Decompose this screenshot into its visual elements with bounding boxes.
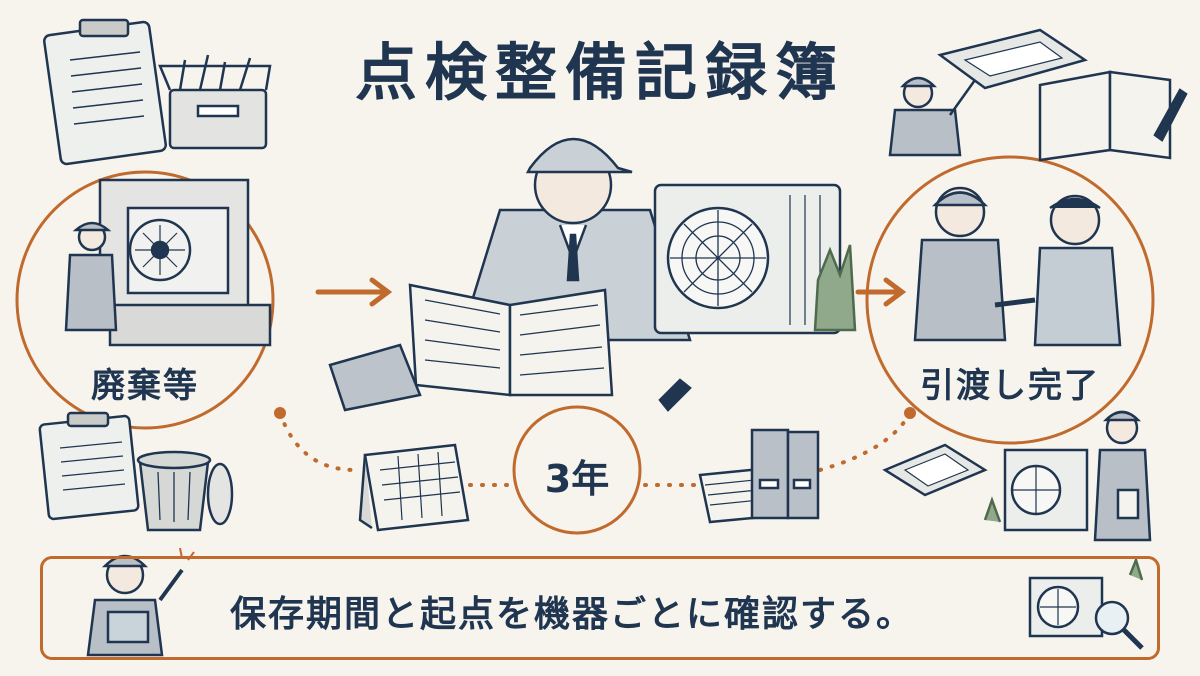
binders-icon — [750, 428, 820, 520]
timeline-end-dot — [904, 407, 916, 419]
center-circle — [512, 405, 642, 535]
clipboard-icon-2 — [38, 411, 140, 521]
handover-complete-label: 引渡し完了 — [920, 366, 1100, 406]
clipboard-icon — [42, 18, 168, 166]
magnifier-outdoor-unit — [1028, 556, 1144, 650]
right-circle — [865, 155, 1155, 445]
handshake-scene — [913, 186, 1122, 347]
page-title: 点検整備記録簿 — [354, 36, 845, 109]
calendar-icon — [358, 443, 470, 532]
left-arrow — [315, 277, 393, 307]
timeline-start-dot — [274, 407, 286, 419]
worker-reading-manual — [328, 137, 692, 412]
retention-period-label: 3年 — [544, 457, 610, 501]
technician-with-clipboard — [1093, 410, 1152, 542]
ceiling-cassette-icon — [882, 443, 988, 497]
trash-can-icon — [136, 450, 234, 532]
disposal-label: 廃棄等 — [91, 366, 199, 406]
right-arrow — [855, 277, 907, 307]
ceiling-unit-scene — [888, 28, 1088, 157]
open-binder-icon — [1038, 70, 1188, 162]
banner-text: 保存期間と起点を機器ごとに確認する。 — [230, 594, 915, 635]
note-banner — [40, 556, 1160, 660]
outdoor-unit-small-icon — [983, 448, 1089, 532]
toolbox-icon — [158, 54, 272, 150]
outdoor-ac-unit — [653, 183, 857, 335]
left-circle — [15, 170, 275, 430]
truck-loading-scene — [64, 178, 272, 347]
dotted-timeline — [278, 411, 912, 487]
